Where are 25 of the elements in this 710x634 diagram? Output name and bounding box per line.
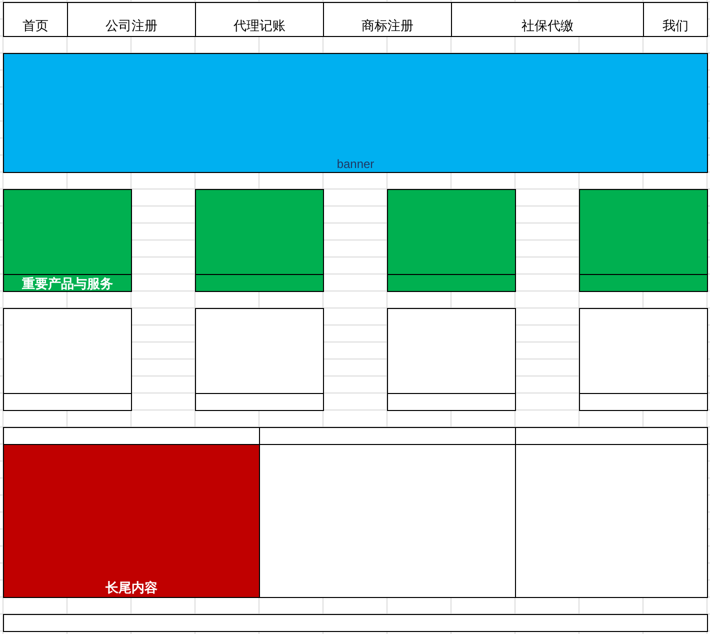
banner-block [3, 53, 708, 173]
menu-cell: 社保代缴 [451, 2, 644, 37]
card-block [3, 189, 132, 292]
content-block [3, 444, 260, 598]
block-caption: 长尾内容 [106, 580, 158, 595]
card-box [387, 308, 516, 411]
menu-cell: 我们 [643, 2, 708, 37]
header-cell [515, 427, 708, 445]
content-cell [259, 444, 516, 598]
banner-label: banner [336, 157, 374, 171]
card-box [579, 308, 708, 411]
menu-cell: 首页 [3, 2, 68, 37]
content-cell [515, 444, 708, 598]
menu-cell: 代理记账 [195, 2, 324, 37]
card-block [579, 189, 708, 292]
footer-bar [3, 614, 708, 632]
card-box [3, 308, 132, 411]
menu-cell: 公司注册 [67, 2, 196, 37]
header-cell [3, 427, 260, 445]
card-block [195, 189, 324, 292]
card-block [387, 189, 516, 292]
menu-cell: 商标注册 [323, 2, 452, 37]
card-box [195, 308, 324, 411]
header-cell [259, 427, 516, 445]
card-caption: 重要产品与服务 [22, 276, 113, 291]
